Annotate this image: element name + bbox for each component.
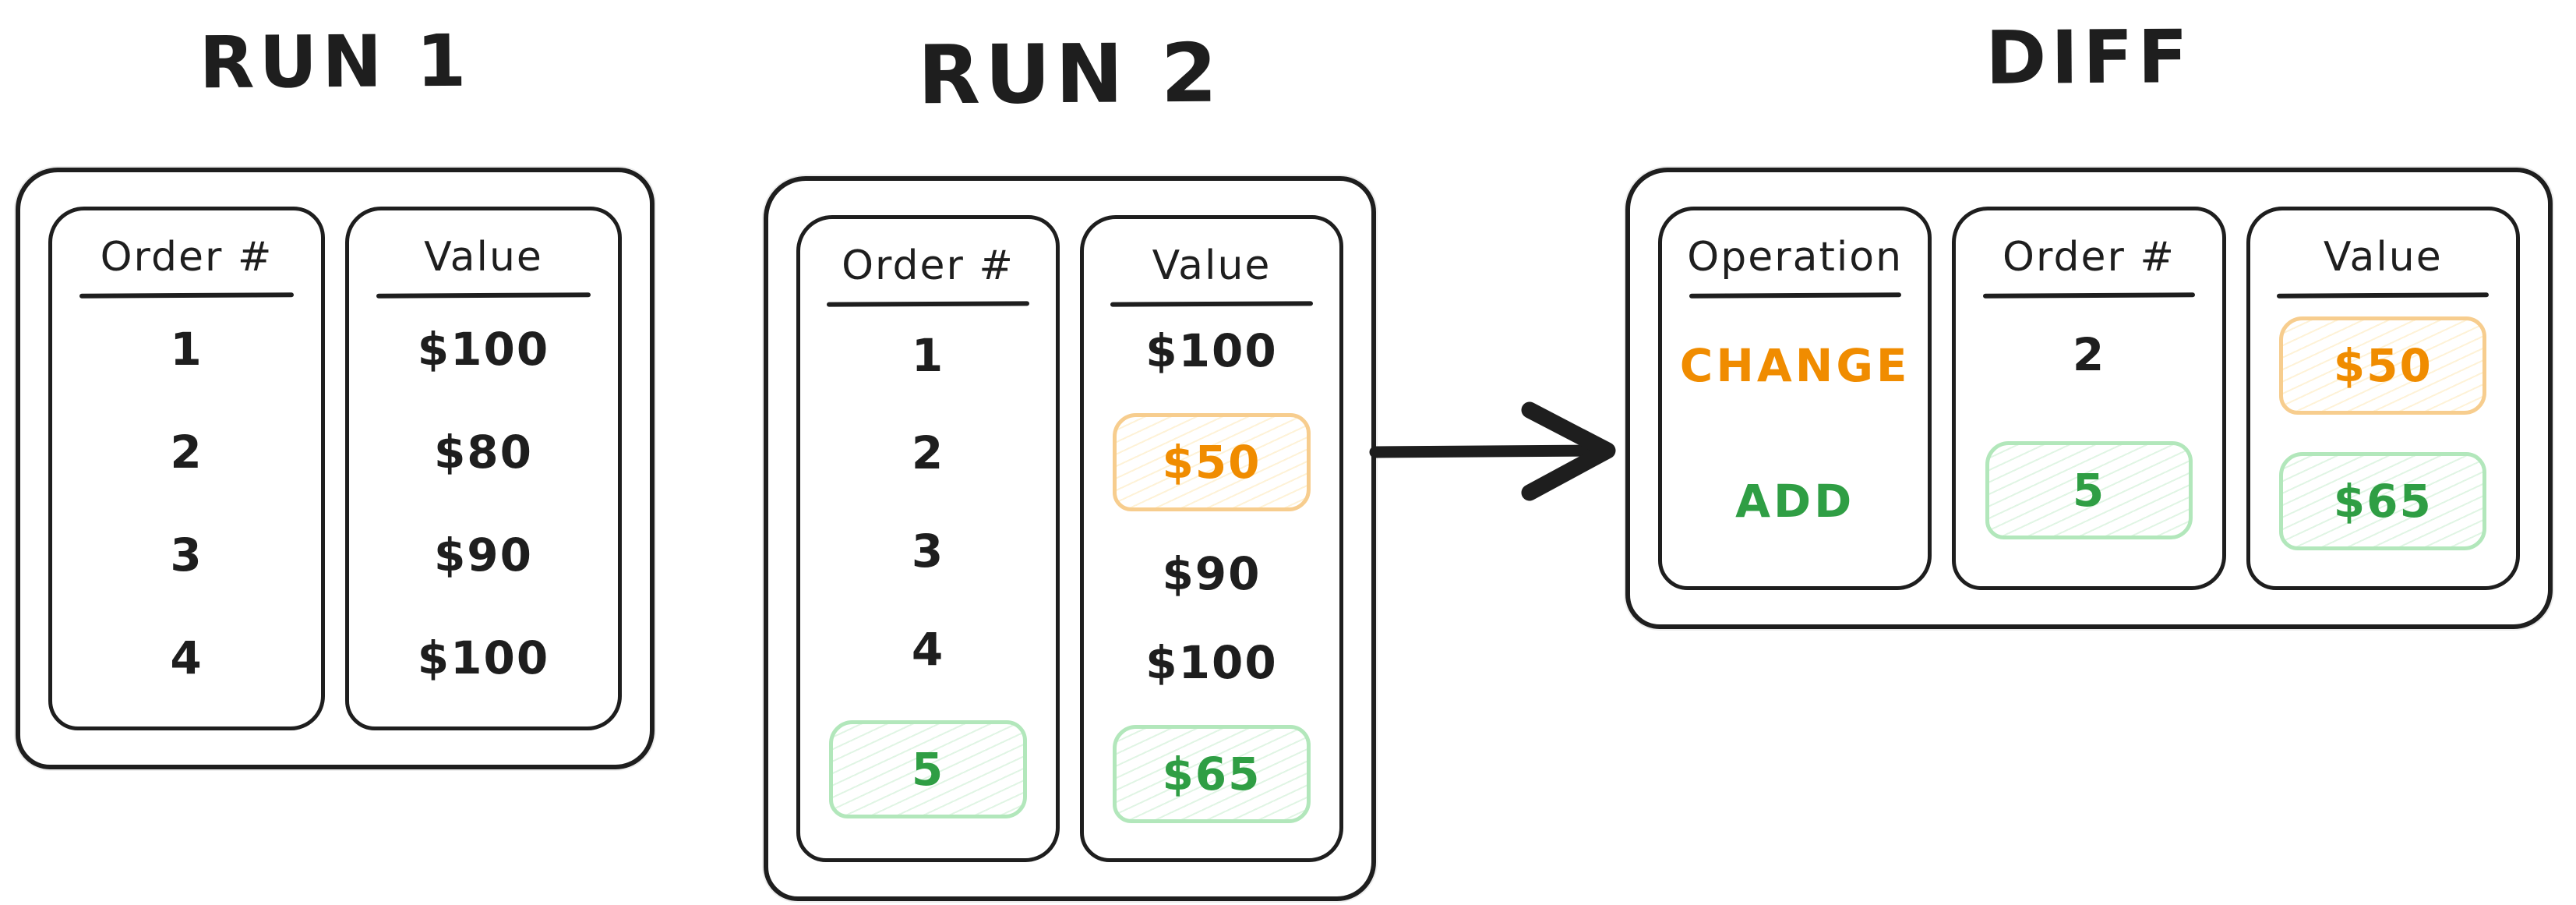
column-rows: $50 $65 <box>2263 298 2504 569</box>
cell-value: $100 <box>417 631 550 684</box>
run2-value-column: Value $100 $50 $90 $100 $65 <box>1080 215 1343 862</box>
table-cell: $80 <box>362 426 605 479</box>
diff-title: DIFF <box>1985 15 2193 101</box>
table-cell-added: 5 <box>1968 440 2209 539</box>
changed-highlight-cell: $50 <box>1112 413 1311 511</box>
table-cell-added: 5 <box>813 720 1043 819</box>
run1-value-column: Value $100 $80 $90 $100 <box>345 207 622 730</box>
column-rows: 1 2 3 4 <box>65 298 309 709</box>
add-label: ADD <box>1735 475 1855 528</box>
cell-value: $100 <box>1145 636 1278 689</box>
added-highlight-cell: 5 <box>1985 440 2193 539</box>
cell-value: 2 <box>911 426 945 480</box>
column-header: Value <box>1152 242 1272 289</box>
column-header: Order # <box>100 234 273 281</box>
cell-value: $80 <box>433 426 534 479</box>
table-cell: 2 <box>1968 328 2209 381</box>
change-label: CHANGE <box>1679 339 1911 392</box>
table-cell: 3 <box>813 525 1043 578</box>
changed-highlight-cell: $50 <box>2279 316 2487 415</box>
added-highlight-cell: $65 <box>1112 725 1311 823</box>
cell-value: $90 <box>1162 547 1262 600</box>
column-header: Order # <box>842 242 1015 289</box>
operation-add-cell: ADD <box>1674 475 1915 528</box>
table-cell: $100 <box>1096 324 1327 377</box>
table-cell: 2 <box>65 426 309 479</box>
table-cell-added: $65 <box>1096 725 1327 823</box>
table-cell: 2 <box>813 426 1043 479</box>
diff-value-column: Value $50 $65 <box>2246 207 2520 590</box>
column-header: Value <box>424 234 543 281</box>
diff-operation-column: Operation CHANGE ADD <box>1658 207 1932 590</box>
diff-table: Operation CHANGE ADD Order # 2 5 Value $… <box>1625 168 2553 629</box>
column-rows: $100 $80 $90 $100 <box>362 298 605 709</box>
cell-value: $90 <box>433 529 534 582</box>
table-cell-added: $65 <box>2263 452 2504 550</box>
cell-value: 2 <box>170 426 203 479</box>
table-cell: 1 <box>65 323 309 376</box>
run1-table: Order # 1 2 3 4 Value $100 $80 $90 $100 <box>16 168 655 769</box>
cell-value: 1 <box>170 323 203 376</box>
run1-title: RUN 1 <box>199 19 471 105</box>
table-cell: $100 <box>362 323 605 376</box>
run2-table: Order # 1 2 3 4 5 Value $100 $50 $90 $10… <box>764 176 1376 901</box>
arrow-right-icon <box>1369 401 1616 501</box>
added-highlight-cell: $65 <box>2279 452 2487 550</box>
run2-order-column: Order # 1 2 3 4 5 <box>796 215 1060 862</box>
column-rows: $100 $50 $90 $100 $65 <box>1096 306 1327 841</box>
table-cell-changed: $50 <box>2263 316 2504 415</box>
column-rows: 2 5 <box>1968 298 2209 569</box>
table-cell-changed: $50 <box>1096 413 1327 511</box>
operation-change-cell: CHANGE <box>1674 339 1915 392</box>
column-header: Value <box>2323 234 2443 281</box>
cell-value: 1 <box>911 328 945 382</box>
column-header: Operation <box>1687 234 1904 281</box>
table-cell: 3 <box>65 529 309 582</box>
table-cell: $90 <box>362 529 605 582</box>
column-rows: CHANGE ADD <box>1674 298 1915 569</box>
table-cell: $100 <box>362 631 605 684</box>
cell-value: 3 <box>170 529 203 582</box>
table-cell: 4 <box>65 631 309 684</box>
added-highlight-cell: 5 <box>828 720 1028 819</box>
table-cell: $100 <box>1096 636 1327 689</box>
cell-value: 4 <box>170 631 203 684</box>
cell-value: 2 <box>2072 327 2106 381</box>
table-cell: 4 <box>813 623 1043 676</box>
column-header: Order # <box>2003 234 2175 281</box>
run1-order-column: Order # 1 2 3 4 <box>48 207 325 730</box>
cell-value: 4 <box>911 622 945 676</box>
table-cell: $90 <box>1096 547 1327 600</box>
cell-value: $100 <box>417 323 550 376</box>
diff-order-column: Order # 2 5 <box>1952 207 2226 590</box>
cell-value: 3 <box>911 524 945 578</box>
run2-title: RUN 2 <box>917 25 1223 123</box>
table-cell: 1 <box>813 329 1043 382</box>
column-rows: 1 2 3 4 5 <box>813 306 1043 841</box>
cell-value: $100 <box>1145 324 1278 377</box>
